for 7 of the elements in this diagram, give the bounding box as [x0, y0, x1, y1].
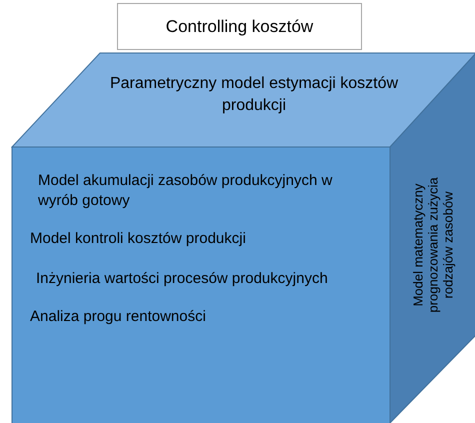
title-box: Controlling kosztów [117, 3, 362, 50]
face-label: Analiza progu rentowności [30, 307, 207, 327]
face-label: Model akumulacji zasobów produkcyjnych w wyrób gotowy [37, 171, 334, 211]
face-label: Parametryczny model estymacji kosztów produkcji [108, 74, 400, 116]
face-label: Model kontroli kosztów produkcji [30, 229, 247, 249]
vertical-label: Model matematyczny prognozowania zużycia rodzajów zasobów [410, 176, 456, 315]
face-label: Inżynieria wartości procesów produkcyjnych [35, 269, 329, 289]
